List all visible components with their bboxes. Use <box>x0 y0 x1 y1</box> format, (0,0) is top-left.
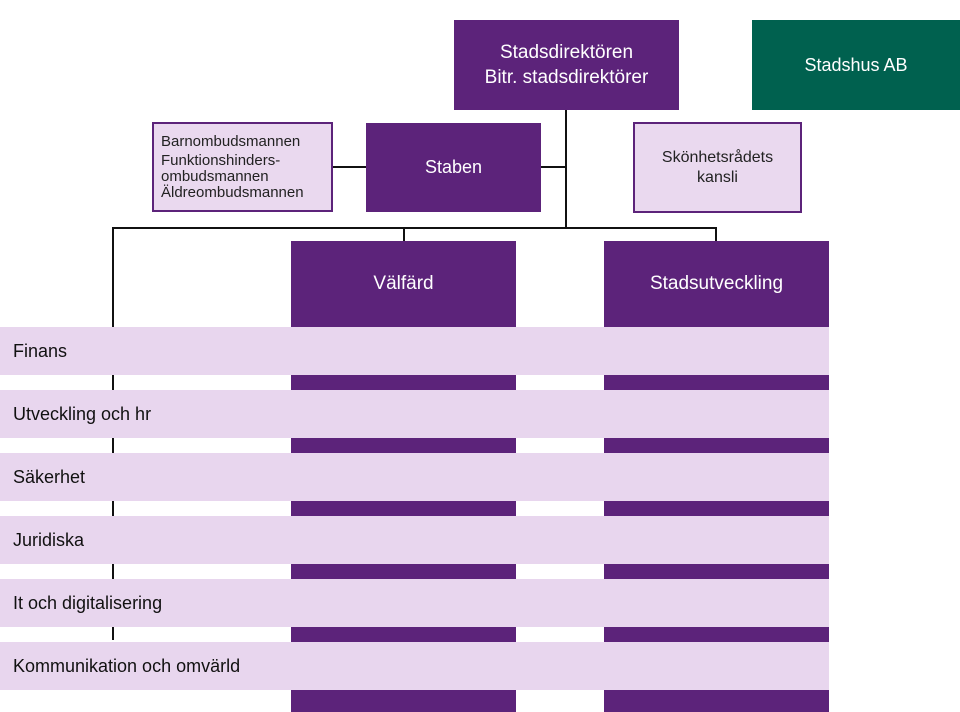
row-kommunikation: Kommunikation och omvärld <box>0 642 829 690</box>
ombud-box: Barnombudsmannen Funktionshinders- ombud… <box>152 122 333 212</box>
row-it-digitalisering: It och digitalisering <box>0 579 829 627</box>
connector-staben-trunk <box>540 166 566 168</box>
valfard-heading: Välfärd <box>291 241 516 327</box>
skonhet-line2: kansli <box>697 168 738 186</box>
staben-box: Staben <box>366 123 541 212</box>
connector-ombud-staben <box>331 166 367 168</box>
stadsutveckling-heading: Stadsutveckling <box>604 241 829 327</box>
ombud-aldre: Äldreombudsmannen <box>161 183 304 201</box>
row-utveckling-hr: Utveckling och hr <box>0 390 829 438</box>
row-juridiska: Juridiska <box>0 516 829 564</box>
connector-director-down <box>565 109 567 228</box>
row-label: Kommunikation och omvärld <box>13 655 241 676</box>
ombud-barn: Barnombudsmannen <box>161 132 301 150</box>
row-sakerhet: Säkerhet <box>0 453 829 501</box>
director-box: Stadsdirektören Bitr. stadsdirektörer <box>454 20 679 110</box>
row-label: Finans <box>13 340 68 361</box>
director-title: Stadsdirektören <box>499 42 634 63</box>
connector-valfard <box>403 227 405 243</box>
connector-horizontal-branch <box>112 227 717 229</box>
skonhet-box: Skönhetsrådets kansli <box>633 122 802 213</box>
ombud-funktion: Funktionshinders- <box>161 151 281 169</box>
stadshus-box: Stadshus AB <box>752 20 960 110</box>
row-label: Utveckling och hr <box>13 403 152 424</box>
skonhet-line1: Skönhetsrådets <box>661 148 774 166</box>
director-subtitle: Bitr. stadsdirektörer <box>484 67 649 88</box>
ombud-funktion-cont: ombudsmannen <box>161 167 269 185</box>
stadsutveckling-label: Stadsutveckling <box>649 273 784 294</box>
stadshus-label: Stadshus AB <box>804 54 908 75</box>
row-label: Säkerhet <box>13 466 86 487</box>
row-label: Juridiska <box>13 529 85 550</box>
staben-label: Staben <box>424 157 483 177</box>
valfard-label: Välfärd <box>373 273 434 294</box>
connector-stadsutveckling <box>715 227 717 243</box>
row-finans: Finans <box>0 327 829 375</box>
row-label: It och digitalisering <box>13 592 163 613</box>
